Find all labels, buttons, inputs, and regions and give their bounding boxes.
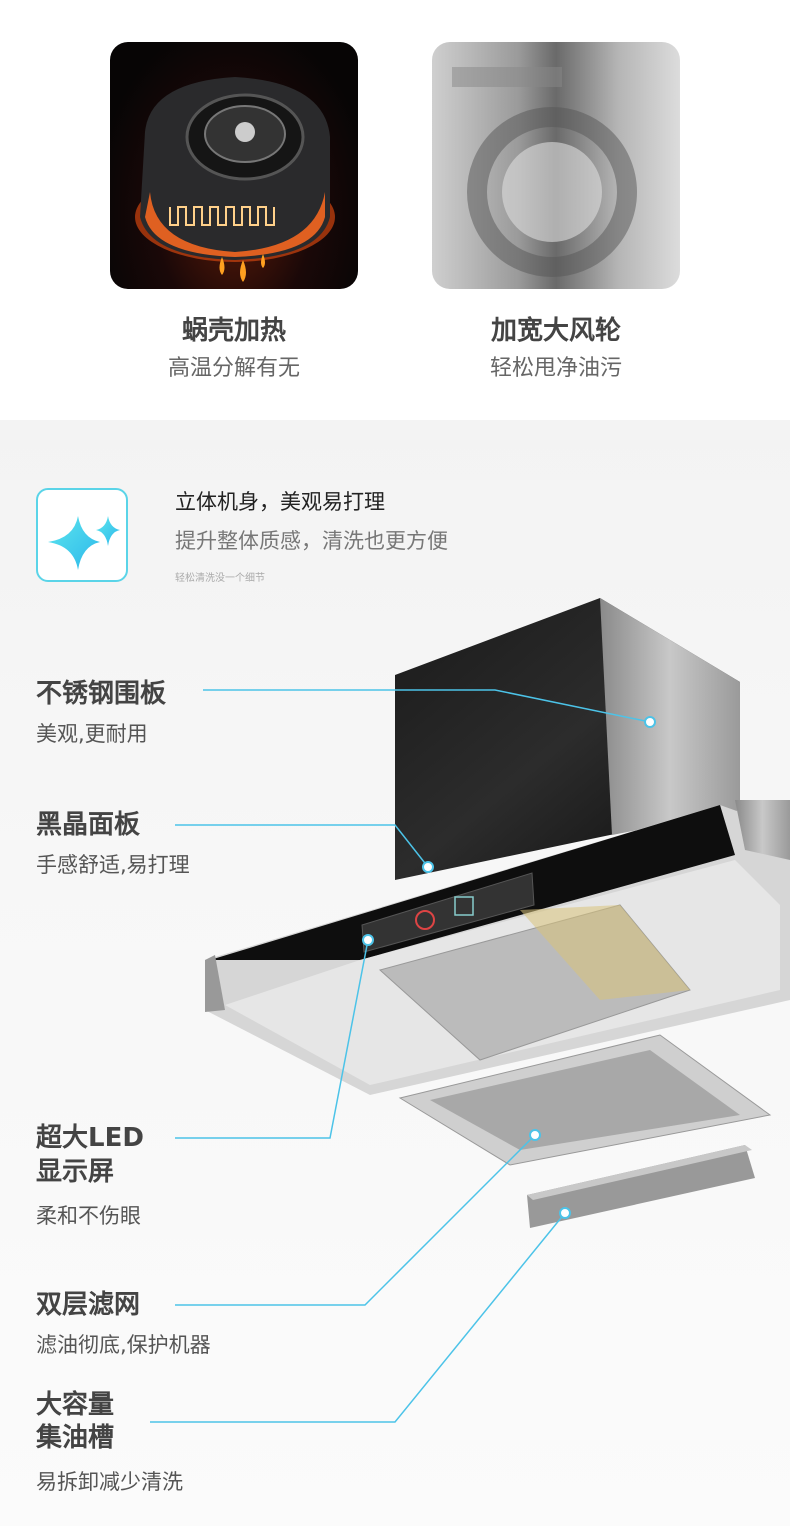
callout-subtitle: 柔和不伤眼 [36,1204,141,1228]
oil-cup [527,1145,755,1228]
wide-impeller-image [432,42,680,289]
chimney [395,598,740,880]
callout-subtitle: 易拆卸减少清洗 [36,1470,183,1494]
callout-title-steel-panel: 不锈钢围板 [36,679,167,709]
callout-subtitle: 美观,更耐用 [36,722,148,746]
feature-title: 加宽大风轮 [490,316,621,346]
feature-title: 蜗壳加热 [181,316,286,346]
callout-title-oil-cup: 大容量 [36,1390,115,1420]
callout-title-led-display-line2: 显示屏 [36,1157,115,1187]
filter-tray [398,1034,772,1166]
sparkle-icon [36,488,128,582]
callout-title-led-display: 超大LED [36,1123,144,1153]
feature-subtitle: 轻松甩净油污 [489,356,622,381]
callout-lines [150,689,651,1423]
impeller-illustration [452,67,637,277]
callout-dots [362,716,656,1219]
section-note: 轻松清洗没一个细节 [175,573,265,584]
callout-title-glass-panel: 黑晶面板 [36,810,141,840]
section-heading: 立体机身，美观易打理 [175,490,385,514]
callout-subtitle: 滤油彻底,保护机器 [36,1333,211,1357]
volute-fan-illustration [135,77,335,282]
callout-title-oil-cup-line2: 集油槽 [36,1423,115,1453]
callout-subtitle: 手感舒适,易打理 [36,853,190,877]
callout-title-filter: 双层滤网 [36,1290,141,1320]
volute-heating-image [110,42,358,289]
section-subheading: 提升整体质感，清洗也更方便 [175,529,448,553]
feature-subtitle: 高温分解有无 [167,356,300,381]
hood-body [205,800,790,1095]
